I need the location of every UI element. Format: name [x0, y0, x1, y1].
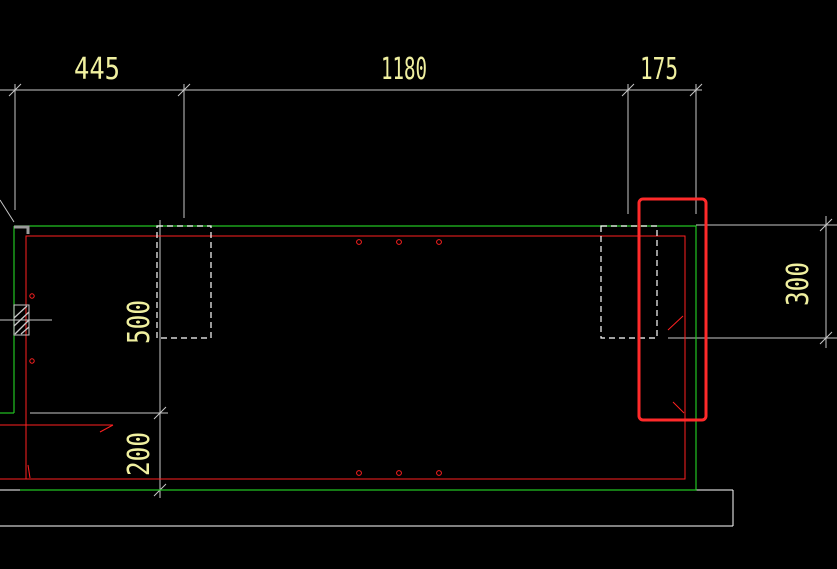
rebar-hook: [672, 401, 685, 414]
dimension-tick: [819, 331, 833, 345]
dimension-tick: [8, 83, 22, 97]
dimension-label-left-upper: 500: [122, 300, 157, 344]
dimension-tick: [819, 218, 833, 232]
member-outline: [0, 199, 697, 491]
member-outline-green: [14, 225, 697, 491]
dimension-label-right: 300: [781, 262, 816, 306]
rebar-hook: [27, 464, 31, 479]
dimension-label-top-middle: 1180: [381, 52, 427, 87]
rebar: [0, 235, 686, 480]
hatch-line: [20, 326, 30, 335]
rebar-dot: [436, 470, 442, 476]
hatch-line: [13, 305, 28, 319]
dimension-tick: [689, 83, 703, 97]
rebar-hook: [99, 424, 114, 433]
rebar-hook: [667, 315, 684, 331]
rebar-dot: [29, 358, 35, 364]
rebar-dot: [356, 239, 362, 245]
dimension-tick: [621, 83, 635, 97]
dashed-opening-right: [600, 225, 658, 339]
corner-marker: [14, 225, 30, 234]
rebar-dot: [396, 470, 402, 476]
dashed-opening-left: [156, 225, 212, 339]
hatch-line: [14, 319, 30, 335]
rebar-dot: [29, 293, 35, 299]
rebar-dot: [396, 239, 402, 245]
rebar-stirrup: [0, 235, 686, 480]
top-dimension-chain: 445 1180 175: [0, 52, 703, 218]
dimension-tick: [177, 83, 191, 97]
hatch-line: [13, 311, 30, 327]
rebar-dot: [356, 470, 362, 476]
base-slab: [0, 489, 734, 527]
hatched-section: [0, 304, 52, 336]
dimension-label-top-left: 445: [74, 52, 120, 87]
dimension-label-left-lower: 200: [122, 432, 157, 476]
right-dimension: 300: [668, 216, 837, 348]
highlight-box: [637, 197, 708, 422]
dimension-tick: [153, 406, 167, 420]
leader-line: [0, 199, 15, 223]
left-dimension-chain: 500 200: [20, 220, 168, 498]
rebar-dot: [436, 239, 442, 245]
dimension-label-top-right: 175: [640, 52, 678, 87]
openings: [156, 225, 658, 339]
